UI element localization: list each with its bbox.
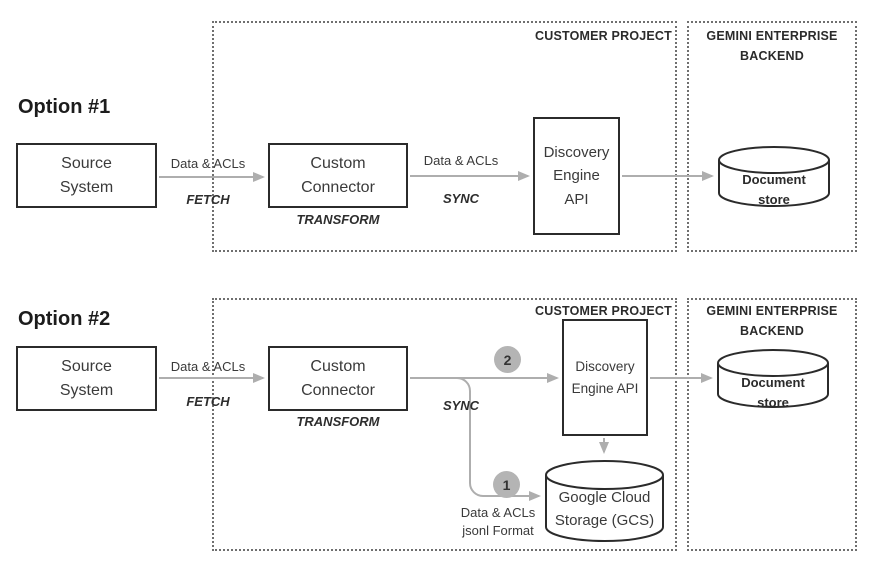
custom-connector-box-option2: Custom Connector: [268, 346, 408, 411]
gcs-edge-label-option2: Data & ACLs jsonl Format: [460, 505, 536, 539]
source-system-box-option1: Source System: [16, 143, 157, 208]
discovery-engine-api-box-option1: Discovery Engine API: [533, 117, 620, 235]
sync-verb-option1: SYNC: [442, 191, 480, 206]
source-system-box-option2: Source System: [16, 346, 157, 411]
fetch-edge-label-option1: Data & ACLs: [170, 156, 246, 171]
discovery-engine-api-box-option2: Discovery Engine API: [562, 319, 648, 436]
fetch-verb-option2: FETCH: [186, 394, 230, 409]
option1-title: Option #1: [18, 96, 111, 118]
gemini-backend-zone-option1: [687, 21, 857, 252]
gemini-backend-label-option1: GEMINI ENTERPRISE BACKEND: [706, 29, 838, 63]
transform-verb-option1: TRANSFORM: [296, 212, 380, 227]
gcs-label-option2: Google Cloud Storage (GCS): [554, 489, 655, 529]
gemini-backend-label-option2: GEMINI ENTERPRISE BACKEND: [706, 304, 838, 338]
document-store-label-option2: Document store: [741, 375, 805, 410]
step-badge-api: 2: [494, 346, 521, 373]
gemini-backend-zone-option2: [687, 298, 857, 551]
step-badge-gcs: 1: [493, 471, 520, 498]
customer-project-label-option1: CUSTOMER PROJECT: [534, 29, 672, 43]
customer-project-label-option2: CUSTOMER PROJECT: [534, 304, 672, 318]
fetch-verb-option1: FETCH: [186, 192, 230, 207]
sync-verb-option2: SYNC: [442, 398, 480, 413]
custom-connector-box-option1: Custom Connector: [268, 143, 408, 208]
customer-project-zone-option1: [212, 21, 677, 252]
fetch-edge-label-option2: Data & ACLs: [170, 359, 246, 374]
customer-project-zone-option2: [212, 298, 677, 551]
sync-edge-label-option1: Data & ACLs: [423, 153, 499, 168]
option2-title: Option #2: [18, 308, 111, 330]
transform-verb-option2: TRANSFORM: [296, 414, 380, 429]
document-store-label-option1: Document store: [742, 172, 806, 207]
